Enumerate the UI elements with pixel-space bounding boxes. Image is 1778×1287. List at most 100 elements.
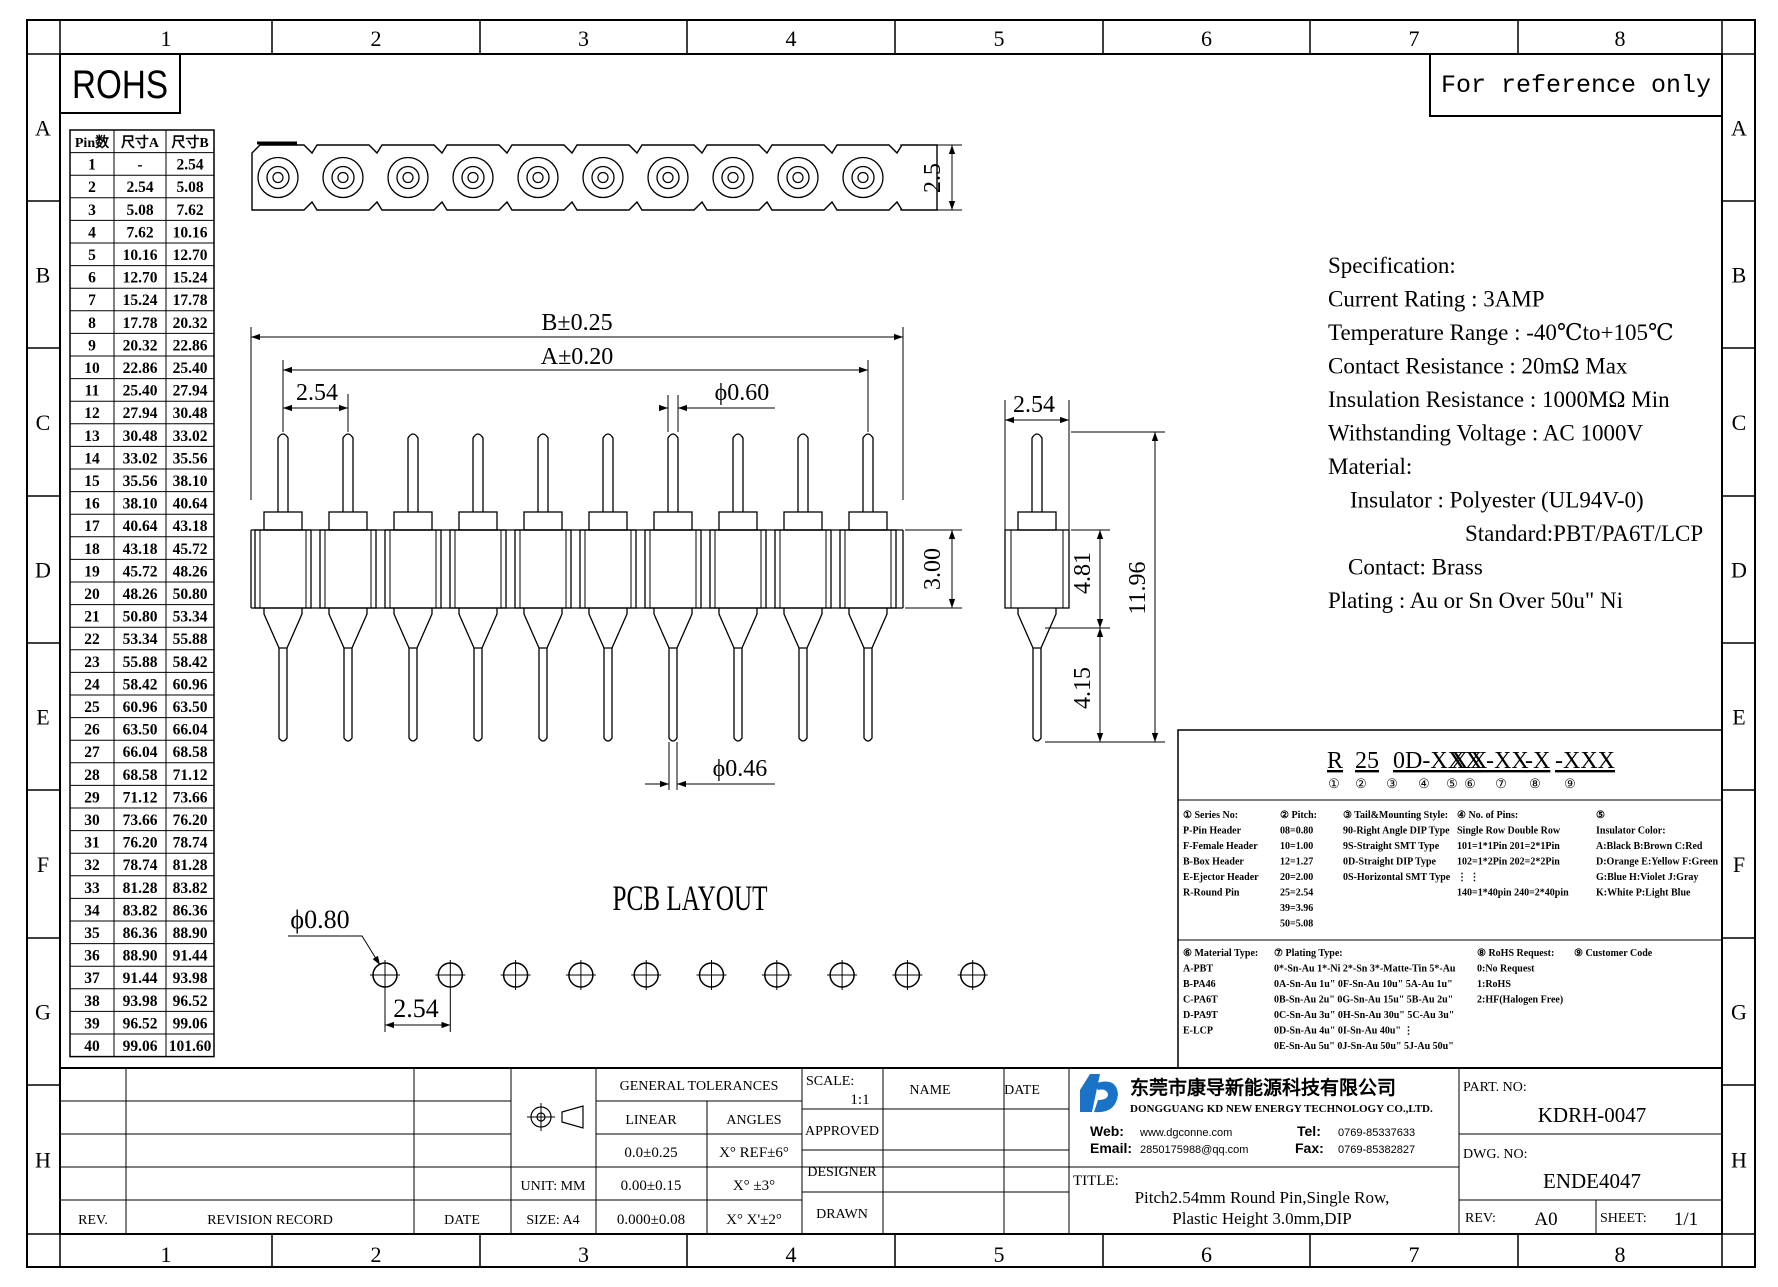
pin-table-cell: 5.08: [176, 179, 203, 196]
dim-tail-dia: ϕ0.46: [713, 756, 768, 782]
rohs-label: ROHS: [72, 63, 168, 107]
pin-table-cell: 40: [84, 1038, 100, 1055]
specification-block: Specification:Current Rating : 3AMPTempe…: [1328, 253, 1703, 613]
part-code-note: B-Box Header: [1183, 857, 1244, 868]
tol-angle-value: X° ±3°: [733, 1178, 775, 1194]
pin-table-cell: 33: [84, 880, 100, 897]
pin-tail: [408, 648, 418, 742]
part-code-note: B-PA46: [1183, 979, 1216, 990]
pin-ring-outer: [452, 156, 494, 199]
spec-line: Insulation Resistance : 1000MΩ Min: [1328, 387, 1670, 412]
pin-table-cell: 71.12: [173, 767, 208, 784]
pin-ring-outer: [387, 156, 429, 199]
rev-label: REV:: [1465, 1211, 1496, 1226]
part-code-note: ③ Tail&Mounting Style:: [1343, 810, 1448, 821]
pin-top: [602, 433, 614, 512]
part-code-marker: ⑤: [1446, 776, 1458, 791]
part-code-note: 2:HF(Halogen Free): [1477, 995, 1563, 1006]
pin: [774, 433, 832, 742]
pin-ring-core: [272, 171, 284, 184]
part-code-note: ⑤: [1596, 810, 1605, 821]
pin-table-cell: 81.28: [173, 857, 208, 874]
pin-table-cell: 50.80: [123, 609, 158, 626]
pin-ring-core: [662, 171, 674, 184]
pin-table-cell: 78.74: [123, 857, 158, 874]
pin-table-cell: 25.40: [123, 383, 158, 400]
zone-col-top: 2: [371, 26, 382, 51]
date-header: DATE: [444, 1213, 480, 1228]
pin-table-cell: 22: [84, 631, 100, 648]
pin-table-border: [69, 129, 215, 1058]
pin-table-cell: 30.48: [123, 428, 158, 445]
pin-ring-outer: [517, 156, 559, 199]
tol-angle-value: X° REF±6°: [719, 1145, 789, 1161]
part-code-note: P-Pin Header: [1183, 826, 1242, 837]
pin-cone: [718, 608, 758, 649]
part-no-value: KDRH-0047: [1538, 1103, 1647, 1127]
part-code-note: 0D-Sn-Au 4u" 0I-Sn-Au 40u" ⋮: [1274, 1026, 1413, 1037]
pin-table-cell: 27: [84, 744, 100, 761]
tol-linear-value: 0.000±0.08: [617, 1212, 685, 1228]
part-code-marker: ②: [1355, 776, 1367, 791]
pin-collar: [718, 511, 758, 531]
part-code-note: Insulator Color:: [1596, 826, 1666, 837]
pin-tail: [538, 648, 548, 742]
dim-b: B±0.25: [541, 310, 612, 336]
date-header-2: DATE: [1004, 1083, 1040, 1098]
zone-col-top: 6: [1201, 26, 1212, 51]
pin-table-cell: 11: [85, 383, 100, 400]
pin-table-cell: 20: [84, 586, 100, 603]
pin-top: [342, 433, 354, 512]
spec-line: Insulator : Polyester (UL94V-0): [1350, 488, 1644, 513]
pin-sleeve: [514, 529, 572, 609]
pin-cone: [653, 608, 693, 649]
drawn-label: DRAWN: [816, 1207, 868, 1222]
pin-table-cell: 40.64: [123, 518, 158, 535]
pin-table-cell: 5.08: [126, 202, 153, 219]
pin-table-cell: 19: [84, 563, 100, 580]
top-view-outline: [251, 144, 938, 211]
pin-table-cell: 83.82: [173, 880, 208, 897]
pin-table-cell: 32: [84, 857, 100, 874]
pin-table-cell: 3: [88, 202, 96, 219]
pin-collar: [393, 511, 433, 531]
company-name-cn: 东莞市康导新能源科技有限公司: [1130, 1076, 1396, 1099]
pin-sleeve: [579, 529, 637, 609]
pin-table-cell: 58.42: [123, 676, 158, 693]
pin-tail: [278, 648, 288, 742]
email-value: 2850175988@qq.com: [1140, 1144, 1248, 1156]
part-code-note: 9S-Straight SMT Type: [1343, 841, 1440, 852]
pin-table-cell: 81.28: [123, 880, 158, 897]
zone-row-right: H: [1731, 1148, 1747, 1173]
part-code-segment: X: [1470, 748, 1487, 774]
tol-linear-value: 0.0±0.25: [624, 1145, 677, 1161]
pin-table-cell: 20.32: [123, 337, 158, 354]
zone-col-top: 5: [994, 26, 1005, 51]
pin-table-cell: 66.04: [123, 744, 158, 761]
pin-table-cell: 63.50: [123, 722, 158, 739]
pin-table-cell: 48.26: [173, 563, 208, 580]
pin-table-cell: 78.74: [173, 835, 208, 852]
part-code-note: 08=0.80: [1280, 826, 1313, 837]
pin-table-cell: 2.54: [176, 157, 203, 174]
zone-col-top: 7: [1409, 26, 1420, 51]
pin-table-cell: 17: [84, 518, 100, 535]
part-code-note: ⑧ RoHS Request:: [1477, 948, 1554, 959]
designer-label: DESIGNER: [807, 1165, 877, 1180]
pin-table-cell: 68.58: [173, 744, 208, 761]
pin-ring-core: [467, 171, 479, 184]
pin-tail: [668, 648, 678, 742]
spec-line: Withstanding Voltage : AC 1000V: [1328, 421, 1644, 446]
pin-ring-inner: [331, 165, 355, 190]
tol-linear-value: 0.00±0.15: [621, 1178, 682, 1194]
part-code-note: 12=1.27: [1280, 857, 1313, 868]
pin-table-cell: 99.06: [173, 1015, 208, 1032]
pin-table-cell: 12.70: [123, 270, 158, 287]
pin-table-cell: 34: [84, 902, 100, 919]
pin-top: [667, 433, 679, 512]
pin-table-cell: 10.16: [123, 247, 158, 264]
pin: [709, 433, 767, 742]
company-name-en: DONGGUANG KD NEW ENERGY TECHNOLOGY CO.,L…: [1130, 1103, 1433, 1115]
